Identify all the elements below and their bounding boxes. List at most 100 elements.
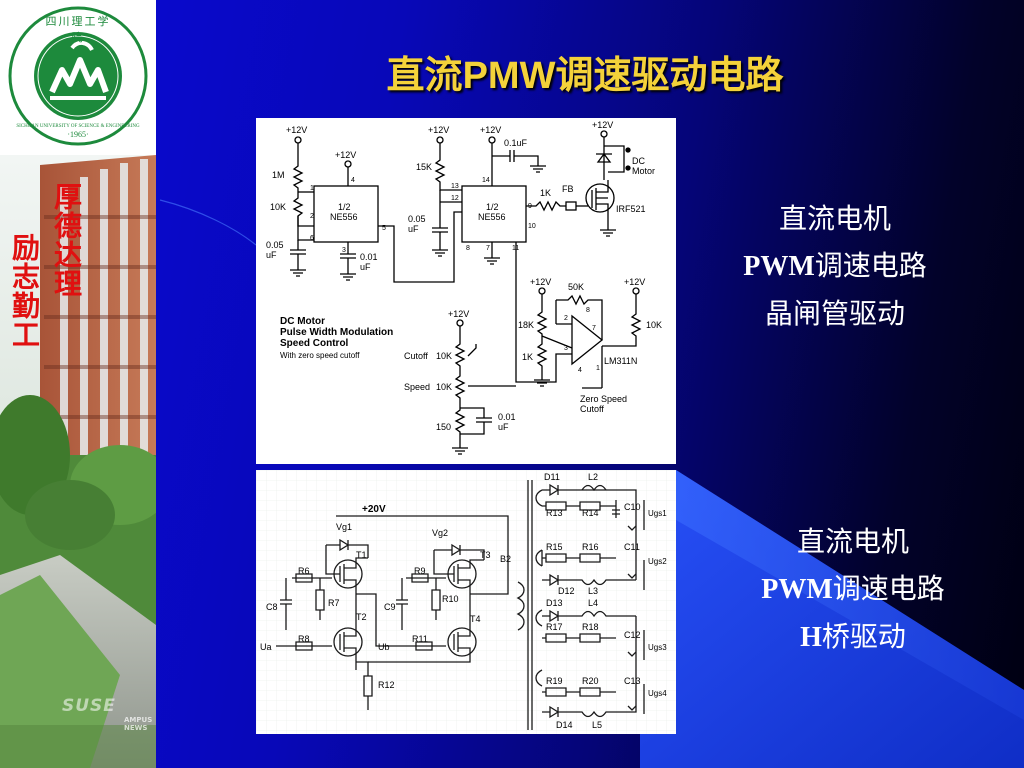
university-logo-panel: 四川理工学院 SICHUAN UNIVERSITY OF SCIENCE & E… [0, 0, 156, 155]
f2-r17: R17 [546, 622, 563, 632]
campus-news-word: AMPUS NEWS [124, 716, 152, 732]
f1-chip2-b: NE556 [478, 212, 506, 222]
f1-desc-3: Speed Control [280, 338, 349, 349]
f2-r7: R7 [328, 598, 340, 608]
f2-ugs4: Ugs4 [648, 689, 667, 698]
f2-l4: L4 [588, 598, 598, 608]
f1-mosfet: IRF521 [616, 204, 646, 214]
f1-r7: 50K [568, 282, 584, 292]
f2-d11: D11 [544, 472, 560, 482]
caption2-line-2: PWM调速电路 [718, 565, 988, 613]
f1-pin-4: 4 [351, 177, 355, 184]
title-latin: PMW [462, 55, 556, 97]
caption1-line-2-latin: PWM [743, 251, 815, 282]
caption1-line-2: PWM调速电路 [700, 242, 970, 290]
f1-pin-14: 14 [482, 177, 490, 184]
campus-photo-illustration [0, 155, 156, 768]
caption2-line-1: 直流电机 [796, 525, 909, 558]
f1-op-3: 3 [564, 345, 568, 352]
f1-c4: 0.1uF [504, 138, 528, 148]
f2-t3: T3 [480, 550, 491, 560]
f2-c12: C12 [624, 630, 641, 640]
caption-h-bridge-drive: 直流电机 PWM调速电路 H桥驱动 [718, 518, 988, 661]
campus-word-line-2: NEWS [124, 724, 148, 732]
f1-fb: FB [562, 184, 574, 194]
f2-d13: D13 [546, 598, 563, 608]
f2-r14: R14 [582, 508, 599, 518]
f2-l5: L5 [592, 720, 602, 730]
f1-pin-13: 13 [451, 183, 459, 190]
f1-pin-5: 5 [382, 225, 386, 232]
f1-r5: 18K [518, 320, 534, 330]
f2-ugs2: Ugs2 [648, 557, 667, 566]
f2-t4: T4 [470, 614, 481, 624]
circuit-figure-ne556: +12V +12V +12V +12V +12V +12V +12V +12V … [256, 118, 676, 464]
f1-r6: 1K [522, 352, 533, 362]
f1-pin-12: 12 [451, 195, 459, 202]
f2-supply: +20V [362, 504, 386, 515]
f1-desc-2: Pulse Width Modulation [280, 327, 393, 338]
f2-l2: L2 [588, 472, 598, 482]
f2-r16: R16 [582, 542, 599, 552]
f2-c9: C9 [384, 602, 396, 612]
slide-title: 直流PMW调速驱动电路 [240, 44, 930, 99]
f1-supply-3: +12V [428, 125, 449, 135]
f1-pin-6: 6 [310, 235, 314, 242]
motto-line-2: 励志勤工 [8, 233, 41, 349]
f1-r4: 1K [540, 188, 551, 198]
logo-name-cn: 四川理工学院 [45, 15, 111, 44]
f1-chip2-a: 1/2 [486, 202, 499, 212]
f2-r10: R10 [442, 594, 459, 604]
f1-op-7: 7 [592, 325, 596, 332]
f2-r6: R6 [298, 566, 310, 576]
f2-ua: Ua [260, 642, 272, 652]
f1-pin-10: 10 [528, 223, 536, 230]
f2-r11: R11 [412, 634, 428, 644]
campus-word-line-1: AMPUS [124, 716, 153, 724]
f1-c1u: uF [266, 250, 277, 260]
caption2-line-3-rest: 桥驱动 [821, 620, 906, 653]
f1-cutoff-label: Cutoff [404, 351, 428, 361]
caption1-line-3: 晶闸管驱动 [764, 297, 905, 330]
f1-c5u: uF [498, 422, 509, 432]
f1-zero-2: Cutoff [580, 404, 604, 414]
f1-zero-1: Zero Speed [580, 394, 627, 404]
title-suffix: 调速驱动电路 [555, 52, 784, 97]
f1-op-4: 4 [578, 367, 582, 374]
f2-b2: B2 [500, 554, 511, 564]
f1-desc-4: With zero speed cutoff [280, 351, 360, 360]
f1-cutoff-val: 10K [436, 351, 452, 361]
logo-year: ·1965· [67, 130, 89, 139]
f2-ub: Ub [378, 642, 390, 652]
title-prefix: 直流 [386, 52, 463, 97]
f1-supply-2: +12V [335, 150, 356, 160]
f1-op-2: 2 [564, 315, 568, 322]
f2-c10: C10 [624, 502, 641, 512]
f1-supply-1: +12V [286, 125, 307, 135]
logo-name-en: SICHUAN UNIVERSITY OF SCIENCE & ENGINEER… [16, 124, 140, 129]
f1-chip1-b: NE556 [330, 212, 358, 222]
f2-r12: R12 [378, 680, 395, 690]
f1-r3: 15K [416, 162, 432, 172]
f2-vg1: Vg1 [336, 522, 352, 532]
sidebar: 四川理工学院 SICHUAN UNIVERSITY OF SCIENCE & E… [0, 0, 156, 768]
f2-r20: R20 [582, 676, 599, 686]
f1-motor-a: DC [632, 156, 645, 166]
university-logo [8, 6, 148, 146]
f1-speed-val: 10K [436, 382, 452, 392]
f1-supply-5: +12V [592, 120, 613, 130]
f2-r13: R13 [546, 508, 563, 518]
f1-supply-7: +12V [624, 277, 645, 287]
f1-chip1-a: 1/2 [338, 202, 351, 212]
f2-c8: C8 [266, 602, 278, 612]
f2-r19: R19 [546, 676, 563, 686]
f1-op-1: 1 [596, 365, 600, 372]
f2-ugs1: Ugs1 [648, 509, 667, 518]
circuit-diagram-h-bridge: +20V Vg1 T1 R6 R7 C8 T2 R8 Ua Ub R12 [256, 470, 676, 734]
caption1-line-2-rest: 调速电路 [814, 249, 927, 282]
caption2-line-3-latin: H [800, 622, 822, 653]
f1-r8: 10K [646, 320, 662, 330]
f1-r150: 150 [436, 422, 451, 432]
